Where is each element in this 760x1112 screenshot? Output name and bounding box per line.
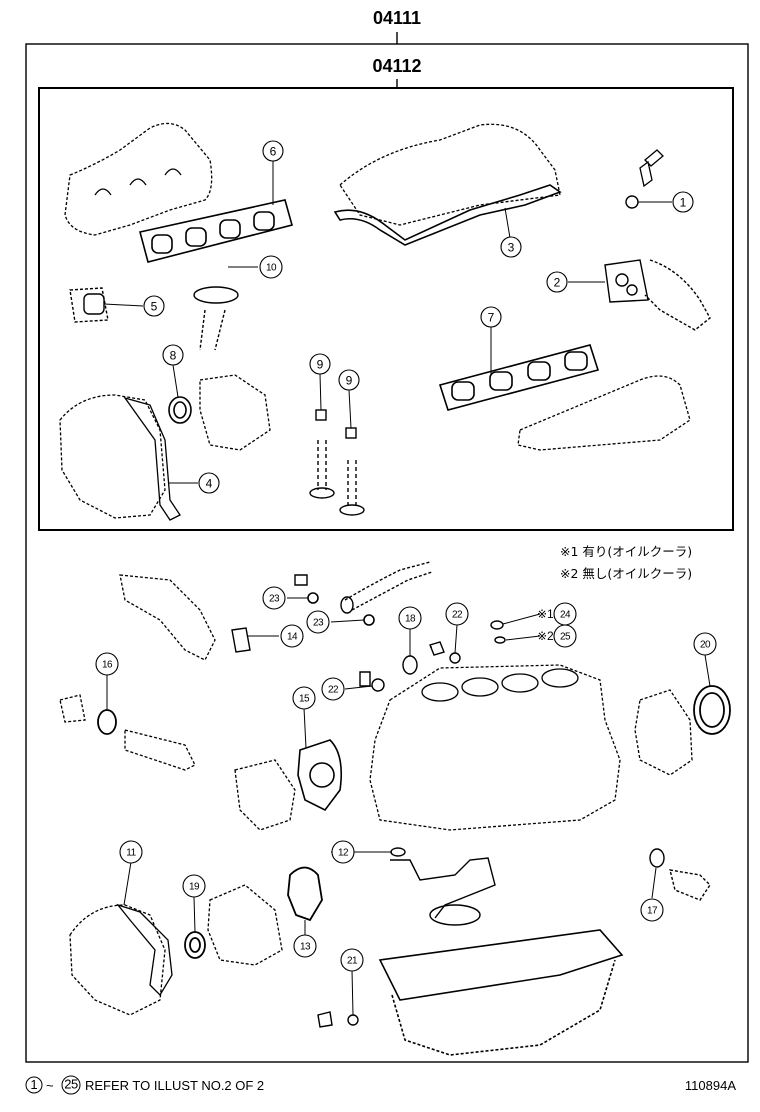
pipe-gasket-drawing [193,286,239,351]
water-outlet-drawing [604,259,711,331]
timing-cover-drawing [59,394,181,521]
seal-16-drawing [97,709,117,735]
variant-mark-25: ※2 [537,629,554,643]
valve-stem-seals-drawing [309,409,365,516]
thermostat-housing-drawing [59,694,196,771]
callout-17: 17 [647,906,658,917]
footer-range-end: 25 [64,1077,78,1092]
callout-8: 8 [170,349,177,363]
gasket-13-drawing [287,866,323,922]
callout-9b: 9 [346,374,353,388]
callout-11: 11 [126,848,136,859]
callout-14: 14 [287,632,298,643]
outer-kit-frame [25,43,749,1063]
callout-10: 10 [266,263,277,274]
callout-2: 2 [554,276,561,290]
callout-22b: 22 [452,610,463,621]
callout-3: 3 [508,241,515,255]
leader-lines [103,160,711,1016]
exhaust-manifold-gasket-drawing [438,344,600,411]
oil-cooler-fittings-drawing [490,620,506,644]
cylinder-block-drawing [369,664,621,831]
spark-plug-drawing [639,149,664,188]
callout-24: 24 [560,610,571,621]
rear-oil-seal-retainer-drawing [634,689,693,776]
oil-pump-housing-drawing [199,374,271,451]
cylinder-head-drawing [339,123,561,226]
water-bypass-pipe-drawing [119,574,216,661]
callout-1: 1 [680,196,687,210]
callout-13: 13 [300,942,311,953]
illustration-id: 110894A [685,1078,736,1093]
seal-19-drawing [184,931,206,959]
callout-20: 20 [700,640,711,651]
drain-plug-21-drawing [317,1011,359,1028]
intake-manifold-drawing [64,122,213,236]
callout-7: 7 [488,311,495,325]
o-ring-18-drawing [402,655,418,675]
front-cover-drawing [69,903,173,1016]
drain-gasket-12-drawing [390,847,406,857]
water-pump-gasket-drawing [297,739,343,812]
callout-23b: 23 [313,618,324,629]
footer-refer-text: REFER TO ILLUST NO.2 OF 2 [85,1078,264,1093]
plug-17-drawing [649,848,711,901]
callout-5: 5 [151,300,158,314]
timing-cover-lower-drawing [207,884,283,966]
head-cover-gasket-drawing [333,184,562,246]
crank-seal-front-drawing [168,396,192,424]
note-with-oil-cooler: ※1 有り(オイルクーラ) [560,544,692,559]
footer-range-separator: ~ [46,1078,54,1093]
water-pump-drawing [234,759,296,831]
union-bolt-drawing [294,574,308,586]
inner-kit-frame [38,87,734,531]
note-without-oil-cooler: ※2 無し(オイルクーラ) [560,566,692,581]
callout-18: 18 [405,614,416,625]
callout-25: 25 [560,632,571,643]
oil-strainer-drawing [390,857,496,926]
water-inlet-gasket-drawing [69,287,109,323]
hose-drawing [340,561,433,614]
variant-mark-24: ※1 [537,607,554,621]
small-seal-drawing [625,195,639,209]
exhaust-manifold-drawing [517,375,691,451]
oil-pan-drawing [378,929,624,1056]
callout-19: 19 [189,882,200,893]
kit-number-outer: 04111 [373,8,421,28]
kit-number-inner: 04112 [372,56,421,76]
callout-15: 15 [299,694,310,705]
callout-12: 12 [338,848,349,859]
callout-22a: 22 [328,685,339,696]
callout-6: 6 [270,145,277,159]
footer-range-start: 1 [30,1077,37,1092]
callout-4: 4 [206,477,213,491]
callout-9a: 9 [317,358,324,372]
rear-oil-seal-drawing [693,685,731,735]
intake-manifold-gasket-drawing [139,199,293,263]
sensor-gasket-drawing [231,627,251,653]
callout-21: 21 [347,956,358,967]
callout-23a: 23 [269,594,280,605]
callout-16: 16 [102,660,113,671]
